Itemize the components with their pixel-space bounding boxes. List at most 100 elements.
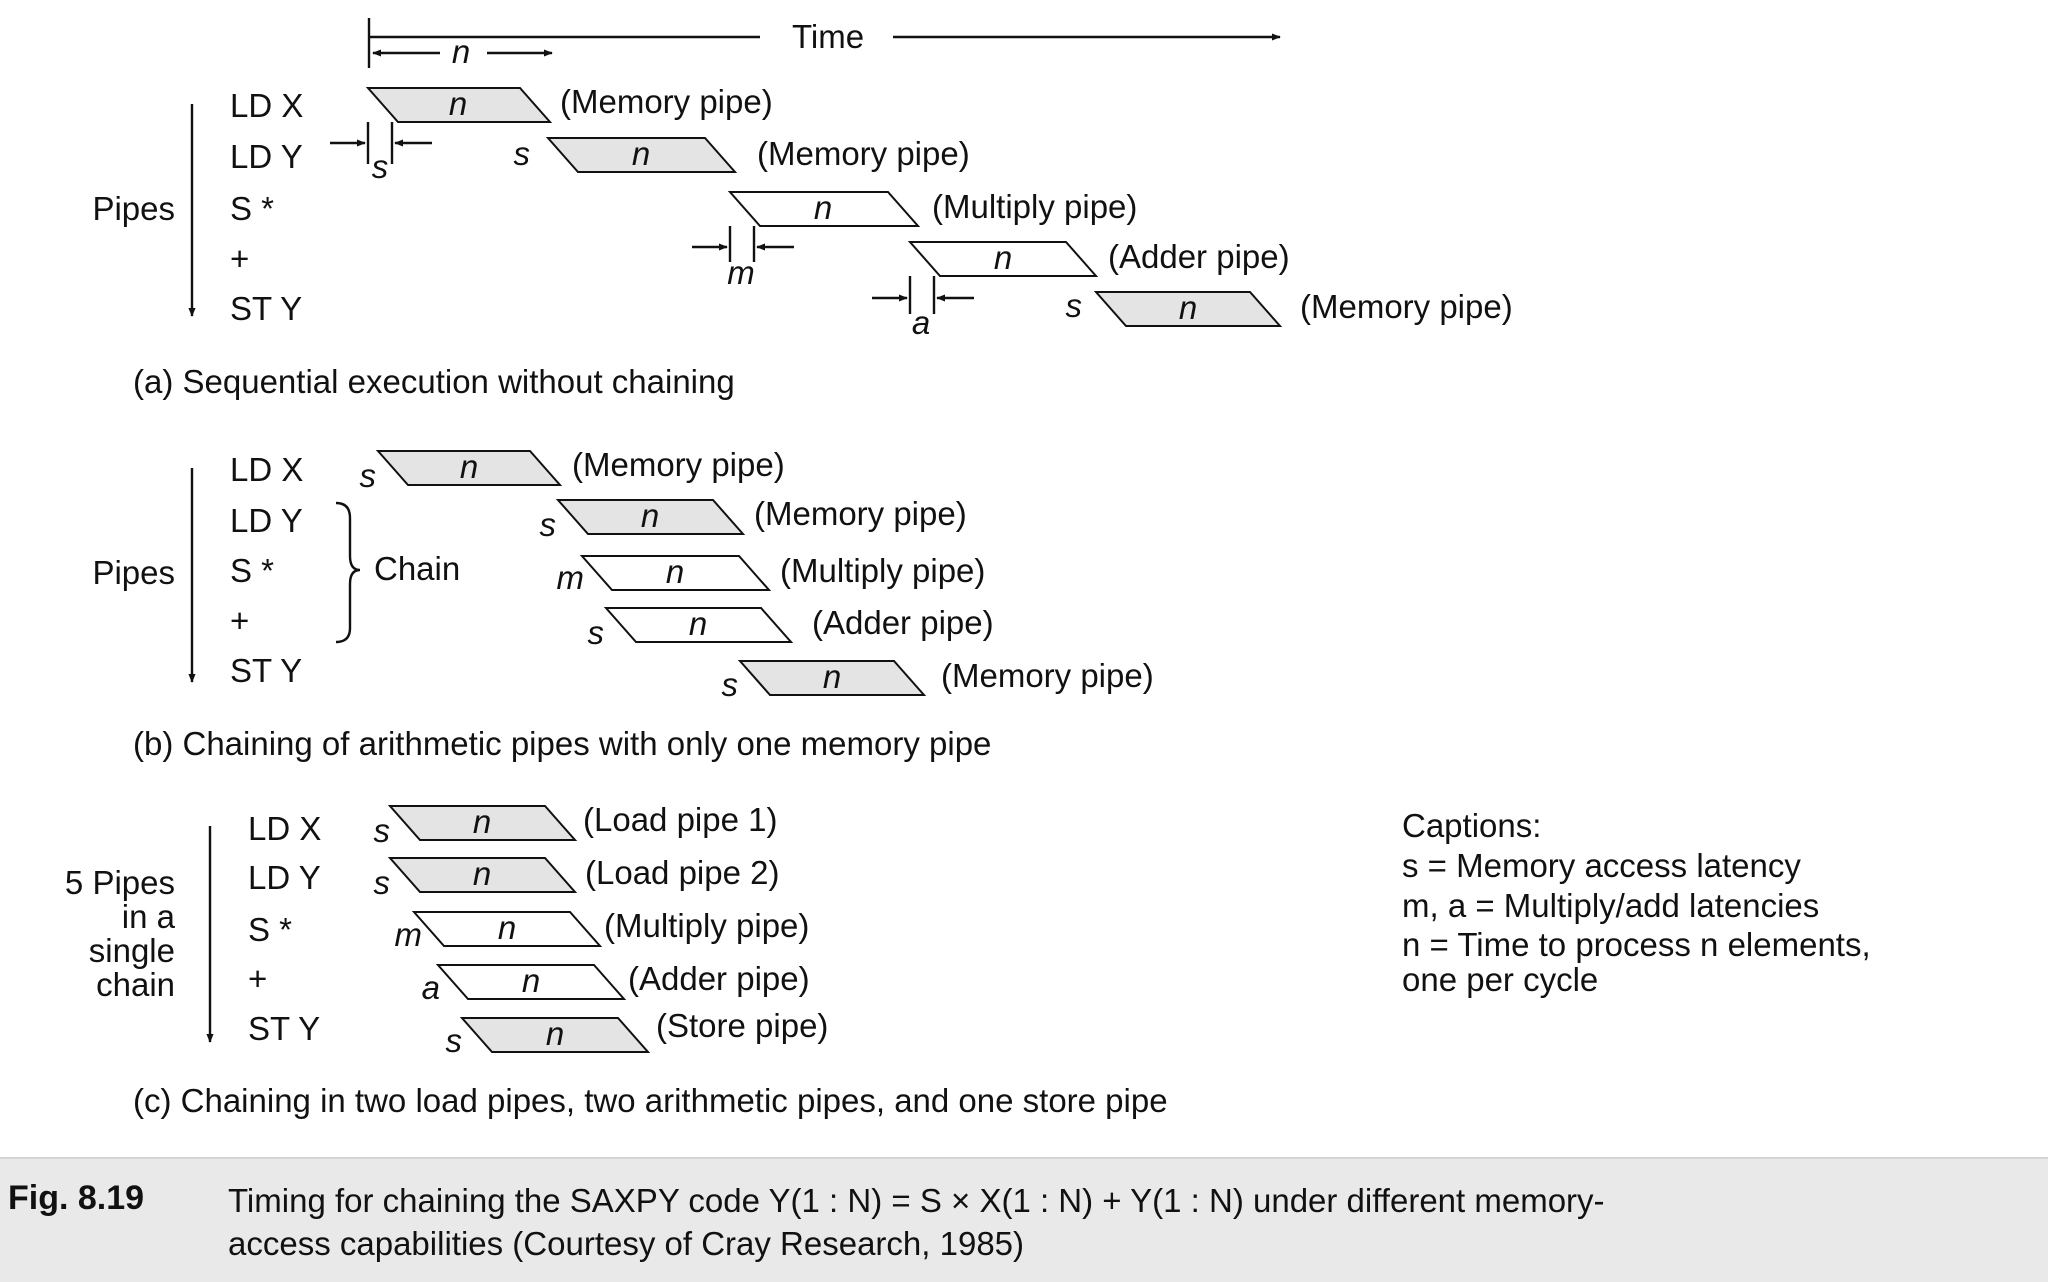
pipe-length-label: n	[1179, 289, 1197, 326]
legend-line: m, a = Multiply/add latencies	[1402, 887, 1819, 924]
pipe-bar	[907, 241, 1099, 277]
pipe-prefix-label: s	[722, 666, 739, 703]
legend-title: Captions:	[1402, 807, 1541, 844]
pipe-length-label: n	[449, 85, 467, 122]
op-label-multiply: S *	[230, 552, 274, 589]
pipe-prefix-label: a	[422, 969, 440, 1006]
panel-b: Pipes LD X LD Y S * + ST Y Chain s n (Me…	[92, 446, 1153, 762]
op-label-ld-x: LD X	[248, 810, 321, 847]
figure-number: Fig. 8.19	[8, 1179, 145, 1217]
time-axis: Time n	[367, 18, 1281, 70]
pipe-prefix-label: s	[514, 135, 531, 172]
svg-text:a: a	[912, 304, 930, 341]
pipe-length-label: n	[994, 239, 1012, 276]
pipe-prefix-label: s	[540, 506, 557, 543]
pipe-prefix-label: s	[374, 812, 391, 849]
pipe-name-label: (Load pipe 1)	[583, 801, 777, 838]
op-label-ld-x: LD X	[230, 87, 303, 124]
pipe-prefix-label: s	[360, 457, 377, 494]
latency-gap-s: s	[330, 122, 432, 185]
legend-line: s = Memory access latency	[1402, 847, 1801, 884]
pipe-bar	[727, 191, 921, 227]
pipe-name-label: (Multiply pipe)	[932, 188, 1137, 225]
pipe-bar	[375, 450, 563, 486]
pipe-name-label: (Memory pipe)	[1300, 288, 1513, 325]
pipe-length-label: n	[473, 855, 491, 892]
pipe-bar	[555, 499, 746, 535]
figure-caption: Fig. 8.19 Timing for chaining the SAXPY …	[0, 1157, 2048, 1282]
pipe-name-label: (Multiply pipe)	[604, 907, 809, 944]
pipe-bar	[545, 137, 738, 173]
pipe-name-label: (Adder pipe)	[812, 604, 994, 641]
pipe-prefix-label: m	[557, 559, 585, 596]
op-label-st-y: ST Y	[230, 290, 302, 327]
pipe-bar	[387, 805, 578, 841]
pipe-length-label: n	[823, 658, 841, 695]
figure-caption-line: access capabilities (Courtesy of Cray Re…	[228, 1225, 1025, 1262]
axis-label-line: Pipes	[92, 190, 175, 227]
pipe-length-label: n	[473, 803, 491, 840]
axis-label-line: chain	[96, 966, 175, 1003]
op-label-multiply: S *	[230, 190, 274, 227]
pipe-bar	[387, 857, 578, 893]
op-label-ld-y: LD Y	[248, 859, 321, 896]
pipe-name-label: (Adder pipe)	[1108, 238, 1290, 275]
pipe-name-label: (Memory pipe)	[754, 495, 967, 532]
pipe-length-label: n	[546, 1015, 564, 1052]
pipe-name-label: (Memory pipe)	[757, 135, 970, 172]
pipe-bar	[1093, 291, 1283, 327]
pipe-bar	[435, 964, 627, 1000]
time-unit-label: n	[452, 33, 470, 70]
chain-label: Chain	[374, 550, 460, 587]
pipe-length-label: n	[666, 553, 684, 590]
pipe-name-label: (Multiply pipe)	[780, 552, 985, 589]
pipe-name-label: (Memory pipe)	[560, 83, 773, 120]
pipe-bar	[737, 660, 927, 696]
pipe-length-label: n	[814, 189, 832, 226]
op-label-add: +	[248, 960, 267, 997]
panel-caption: (c) Chaining in two load pipes, two arit…	[133, 1082, 1168, 1119]
timing-diagram: Time n Pipes LD X LD Y S * + ST Y n (Mem…	[65, 18, 1871, 1119]
pipe-length-label: n	[460, 448, 478, 485]
pipe-prefix-label: s	[446, 1022, 463, 1059]
op-label-st-y: ST Y	[248, 1010, 320, 1047]
axis-label-line: in a	[122, 898, 176, 935]
pipe-length-label: n	[632, 135, 650, 172]
pipe-bar	[579, 555, 772, 591]
op-label-add: +	[230, 240, 249, 277]
axis-label-line: 5 Pipes	[65, 864, 175, 901]
figure-caption-text: Timing for chaining the SAXPY code Y(1 :…	[228, 1179, 2028, 1265]
op-label-multiply: S *	[248, 911, 292, 948]
pipe-name-label: (Store pipe)	[656, 1007, 828, 1044]
time-axis-label: Time	[792, 18, 864, 55]
pipe-length-label: n	[641, 497, 659, 534]
svg-text:s: s	[372, 148, 389, 185]
pipe-prefix-label: s	[1066, 287, 1083, 324]
chain-brace	[335, 501, 361, 644]
axis-label-line: single	[89, 932, 175, 969]
pipe-bar	[459, 1017, 651, 1053]
panel-caption: (a) Sequential execution without chainin…	[133, 363, 735, 400]
pipe-length-label: n	[522, 962, 540, 999]
pipe-name-label: (Memory pipe)	[572, 446, 785, 483]
op-label-add: +	[230, 602, 249, 639]
pipe-name-label: (Adder pipe)	[628, 960, 810, 997]
op-label-st-y: ST Y	[230, 652, 302, 689]
svg-text:m: m	[727, 254, 755, 291]
legend-line: one per cycle	[1402, 961, 1598, 998]
pipe-bar	[603, 607, 794, 643]
pipe-prefix-label: m	[395, 916, 423, 953]
latency-gap-a: a	[872, 276, 974, 341]
pipe-name-label: (Load pipe 2)	[585, 854, 779, 891]
legend-line: n = Time to process n elements,	[1402, 926, 1871, 963]
panel-c: 5 Pipes in a single chain LD X LD Y S * …	[65, 801, 1168, 1119]
op-label-ld-y: LD Y	[230, 138, 303, 175]
pipe-bar	[411, 911, 603, 947]
latency-gap-m: m	[692, 226, 794, 291]
axis-label-line: Pipes	[92, 554, 175, 591]
pipe-bar	[365, 87, 553, 123]
pipe-length-label: n	[498, 909, 516, 946]
op-label-ld-y: LD Y	[230, 502, 303, 539]
pipe-prefix-label: s	[588, 614, 605, 651]
figure-caption-line: Timing for chaining the SAXPY code Y(1 :…	[228, 1182, 1605, 1219]
